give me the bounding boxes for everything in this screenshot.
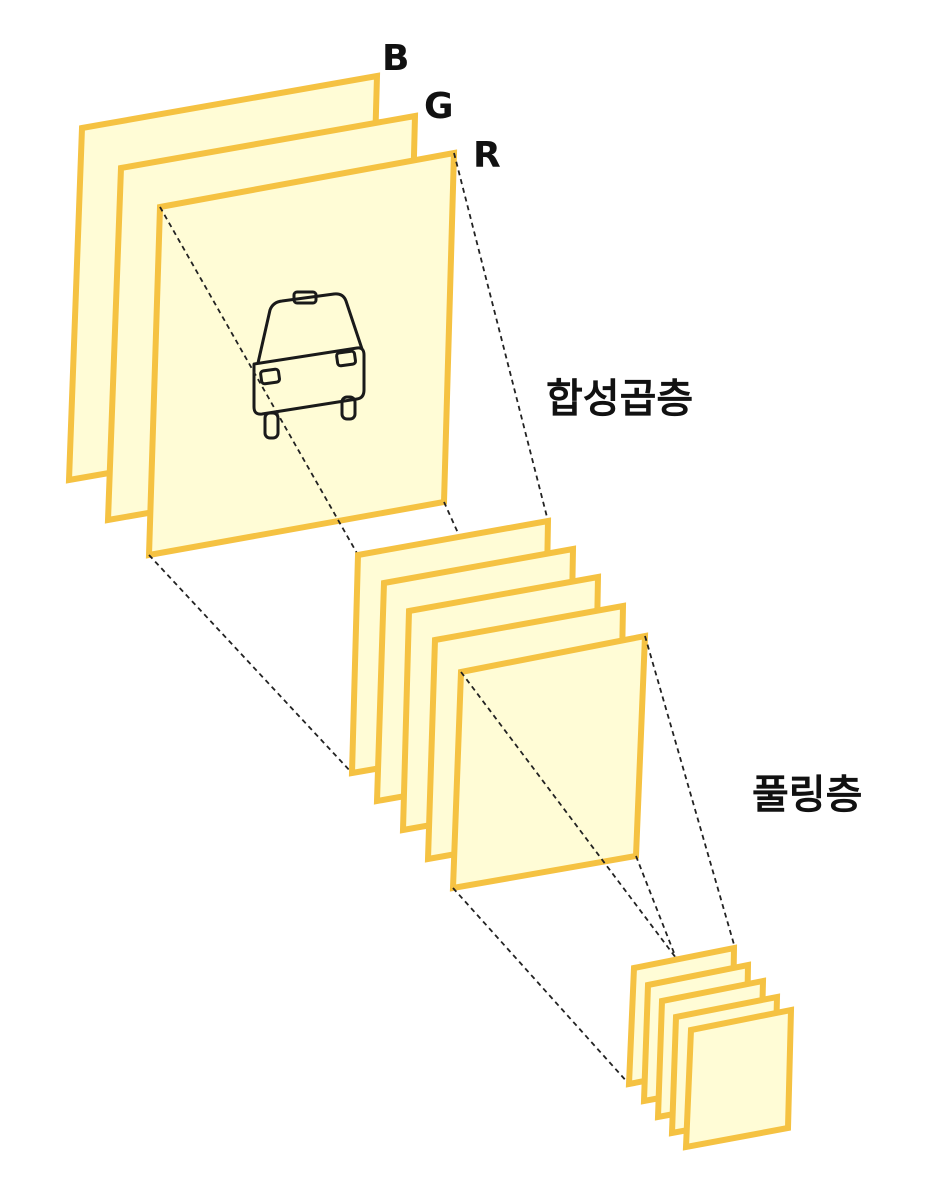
guides-input-to-conv: [148, 152, 549, 774]
convolution-layer-label: 합성곱층: [546, 376, 693, 422]
channel-label-r: R: [473, 135, 501, 176]
conv-stack: [348, 517, 649, 892]
pooling-layer-label: 풀링층: [752, 772, 862, 818]
channel-label-g: G: [424, 86, 454, 127]
guides-conv-to-pool: [452, 635, 736, 1085]
conv-map-5: [449, 632, 649, 892]
input-stack: [65, 72, 458, 559]
pool-map-5: [682, 1006, 795, 1151]
channel-label-b: B: [382, 38, 409, 79]
pool-stack: [625, 944, 795, 1151]
input-plane-r: [145, 149, 458, 559]
car-icon: [252, 290, 366, 440]
